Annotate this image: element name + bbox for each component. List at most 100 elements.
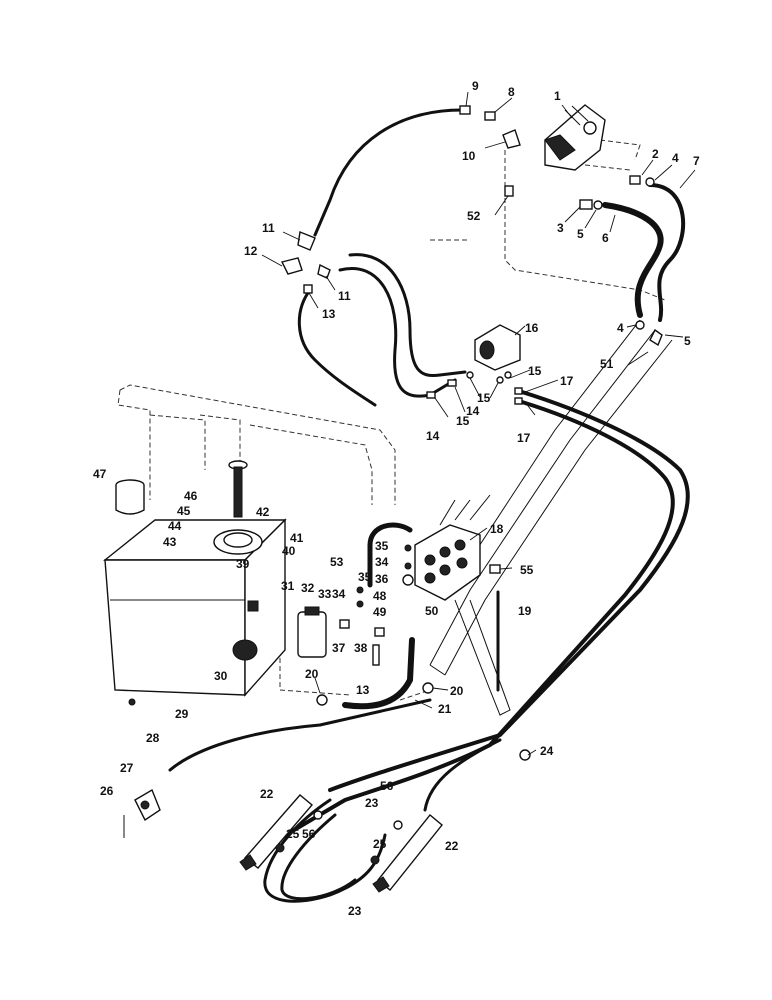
label-34a: 34 xyxy=(375,555,389,569)
label-15a: 15 xyxy=(528,364,542,378)
label-50: 50 xyxy=(425,604,439,618)
label-29: 29 xyxy=(175,707,189,721)
label-13a: 13 xyxy=(322,307,336,321)
label-10: 10 xyxy=(462,149,476,163)
fittings-14-15 xyxy=(426,371,523,405)
fitting-52 xyxy=(504,185,514,197)
fittings-11-12 xyxy=(280,231,331,294)
label-17a: 17 xyxy=(560,374,574,388)
label-25b: 25 xyxy=(373,837,387,851)
label-53: 53 xyxy=(330,555,344,569)
label-15c: 15 xyxy=(456,414,470,428)
label-39: 39 xyxy=(236,557,250,571)
fitting-24 xyxy=(519,749,531,761)
label-47: 47 xyxy=(93,467,107,481)
hose-28 xyxy=(168,698,432,772)
filter-32 xyxy=(297,606,327,658)
fittings-4-5-lower xyxy=(635,320,663,347)
fittings-2-4 xyxy=(629,175,655,187)
label-56b: 56 xyxy=(302,827,316,841)
cylinder-22-right xyxy=(372,814,443,893)
label-5b: 5 xyxy=(684,334,691,348)
label-55: 55 xyxy=(520,563,534,577)
label-11b: 11 xyxy=(338,289,351,303)
label-45: 45 xyxy=(177,504,191,518)
label-20b: 20 xyxy=(450,684,464,698)
pump-1 xyxy=(544,104,606,171)
label-23a: 23 xyxy=(365,796,379,810)
motor-16 xyxy=(474,324,521,371)
label-3: 3 xyxy=(557,221,564,235)
label-41: 41 xyxy=(290,531,304,545)
label-44: 44 xyxy=(168,519,182,533)
hydraulic-hoses xyxy=(168,108,690,903)
label-22a: 22 xyxy=(260,787,274,801)
label-43: 43 xyxy=(163,535,177,549)
label-48: 48 xyxy=(373,589,387,603)
fitting-31 xyxy=(247,600,259,612)
cylinder-22-left xyxy=(239,794,313,871)
label-15b: 15 xyxy=(477,391,491,405)
plug-29 xyxy=(128,698,136,706)
fittings-33-38 xyxy=(339,619,385,666)
label-36: 36 xyxy=(375,572,389,586)
label-9: 9 xyxy=(472,79,479,93)
label-40: 40 xyxy=(282,544,296,558)
label-24: 24 xyxy=(540,744,554,758)
leader-lines xyxy=(261,91,696,756)
hose-6 xyxy=(602,202,664,318)
hose-13-upper xyxy=(297,288,377,407)
label-20a: 20 xyxy=(305,667,319,681)
hose-9 xyxy=(313,108,464,237)
label-34b: 34 xyxy=(332,587,346,601)
label-14b: 14 xyxy=(426,429,440,443)
valve-18 xyxy=(414,494,491,601)
label-52: 52 xyxy=(467,209,481,223)
label-6: 6 xyxy=(602,231,609,245)
label-4a: 4 xyxy=(672,151,679,165)
filter-47 xyxy=(115,479,145,515)
dipstick-42 xyxy=(228,460,248,518)
label-1: 1 xyxy=(554,89,561,103)
hose-7 xyxy=(648,183,686,322)
label-5a: 5 xyxy=(577,227,584,241)
fitting-8 xyxy=(484,111,496,121)
label-19: 19 xyxy=(518,604,532,618)
label-16: 16 xyxy=(525,321,539,335)
label-18: 18 xyxy=(490,522,504,536)
strainer-30 xyxy=(232,639,258,661)
label-51: 51 xyxy=(600,357,614,371)
label-31: 31 xyxy=(281,579,295,593)
label-2: 2 xyxy=(652,147,659,161)
label-28: 28 xyxy=(146,731,160,745)
hose-17b xyxy=(258,400,675,852)
fittings-25-56 xyxy=(275,810,403,865)
label-32: 32 xyxy=(301,581,315,595)
label-22b: 22 xyxy=(445,839,459,853)
hose-53 xyxy=(367,522,413,588)
label-7: 7 xyxy=(693,154,700,168)
label-23b: 23 xyxy=(348,904,362,918)
hose-23b xyxy=(280,813,357,901)
fittings-20 xyxy=(316,682,434,706)
hose-21 xyxy=(342,637,415,710)
label-21: 21 xyxy=(438,702,452,716)
hose-11-14a xyxy=(338,267,457,398)
label-42: 42 xyxy=(256,505,270,519)
label-46: 46 xyxy=(184,489,198,503)
part-labels: 1 2 3 4 4 5 5 6 7 8 9 10 11 11 12 13 13 … xyxy=(93,79,700,918)
label-56a: 56 xyxy=(380,779,394,793)
label-25a: 25 xyxy=(286,827,300,841)
label-27: 27 xyxy=(120,761,134,775)
fitting-55 xyxy=(489,564,501,574)
label-14a: 14 xyxy=(466,404,480,418)
label-49: 49 xyxy=(373,605,387,619)
cap-39-40-41 xyxy=(213,529,263,555)
label-26: 26 xyxy=(100,784,114,798)
label-17b: 17 xyxy=(517,431,531,445)
label-38: 38 xyxy=(354,641,368,655)
label-30: 30 xyxy=(214,669,228,683)
label-37: 37 xyxy=(332,641,346,655)
label-33: 33 xyxy=(318,587,332,601)
